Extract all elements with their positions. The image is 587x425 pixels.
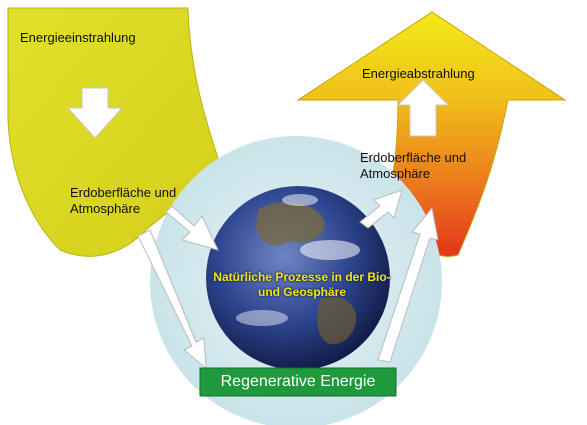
flow-arrow-left-to-regenerative [137,229,207,370]
earth-cloud-shape [300,240,360,260]
up-arrow-icon [396,79,450,137]
flow-arrow-globe-to-right [359,189,403,229]
earth-cloud-shape-2 [236,310,288,326]
incoming-energy-label: Energieeinstrahlung [20,30,136,45]
surface-atmosphere-label-right: Erdoberfläche und Atmosphäre [360,150,467,181]
incoming-energy-band [7,7,223,257]
flow-arrow-left-to-globe [165,205,219,251]
outgoing-energy-label: Energieabstrahlung [362,66,475,81]
earth-landmass-shape-2 [317,296,357,345]
natural-processes-label: Natürliche Prozesse in der Bio- und Geos… [213,270,391,299]
earth-landmass-shape [256,202,325,246]
surface-atmosphere-label-left: Erdoberfläche und Atmosphäre [70,185,177,216]
earth-cloud-shape-3 [282,194,318,206]
flow-arrow-regenerative-to-right [377,206,439,363]
regenerative-energy-label: Regenerative Energie [220,373,376,390]
down-arrow-icon [66,87,124,139]
regenerative-energy-box [199,367,397,397]
